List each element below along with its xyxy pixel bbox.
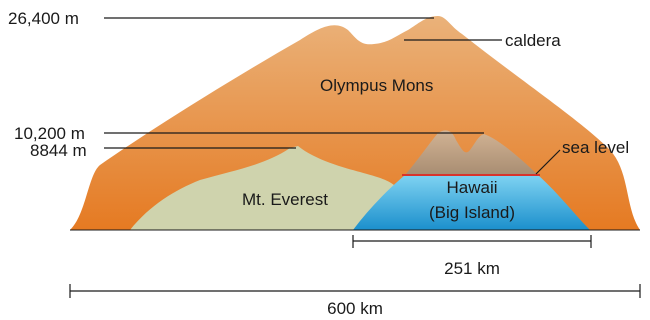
dimension-hawaii-width	[352, 235, 592, 248]
label-caldera: caldera	[505, 31, 561, 50]
label-251-km: 251 km	[444, 259, 500, 278]
label-big-island: (Big Island)	[429, 203, 515, 222]
label-8844: 8844 m	[30, 141, 87, 160]
label-olympus-mons: Olympus Mons	[320, 76, 433, 95]
leader-sea-level	[535, 149, 561, 175]
label-hawaii: Hawaii	[446, 178, 497, 197]
hawaii-above-sea-shape	[405, 130, 538, 175]
label-sea-level: sea level	[562, 138, 629, 157]
dimension-olympus-width	[69, 284, 641, 298]
mt-everest-shape	[130, 146, 394, 230]
label-mt-everest: Mt. Everest	[242, 190, 328, 209]
hawaii-below-sea-shape	[353, 175, 590, 230]
label-26400: 26,400 m	[8, 9, 79, 28]
label-10200: 10,200 m	[14, 124, 85, 143]
label-600-km: 600 km	[327, 299, 383, 318]
